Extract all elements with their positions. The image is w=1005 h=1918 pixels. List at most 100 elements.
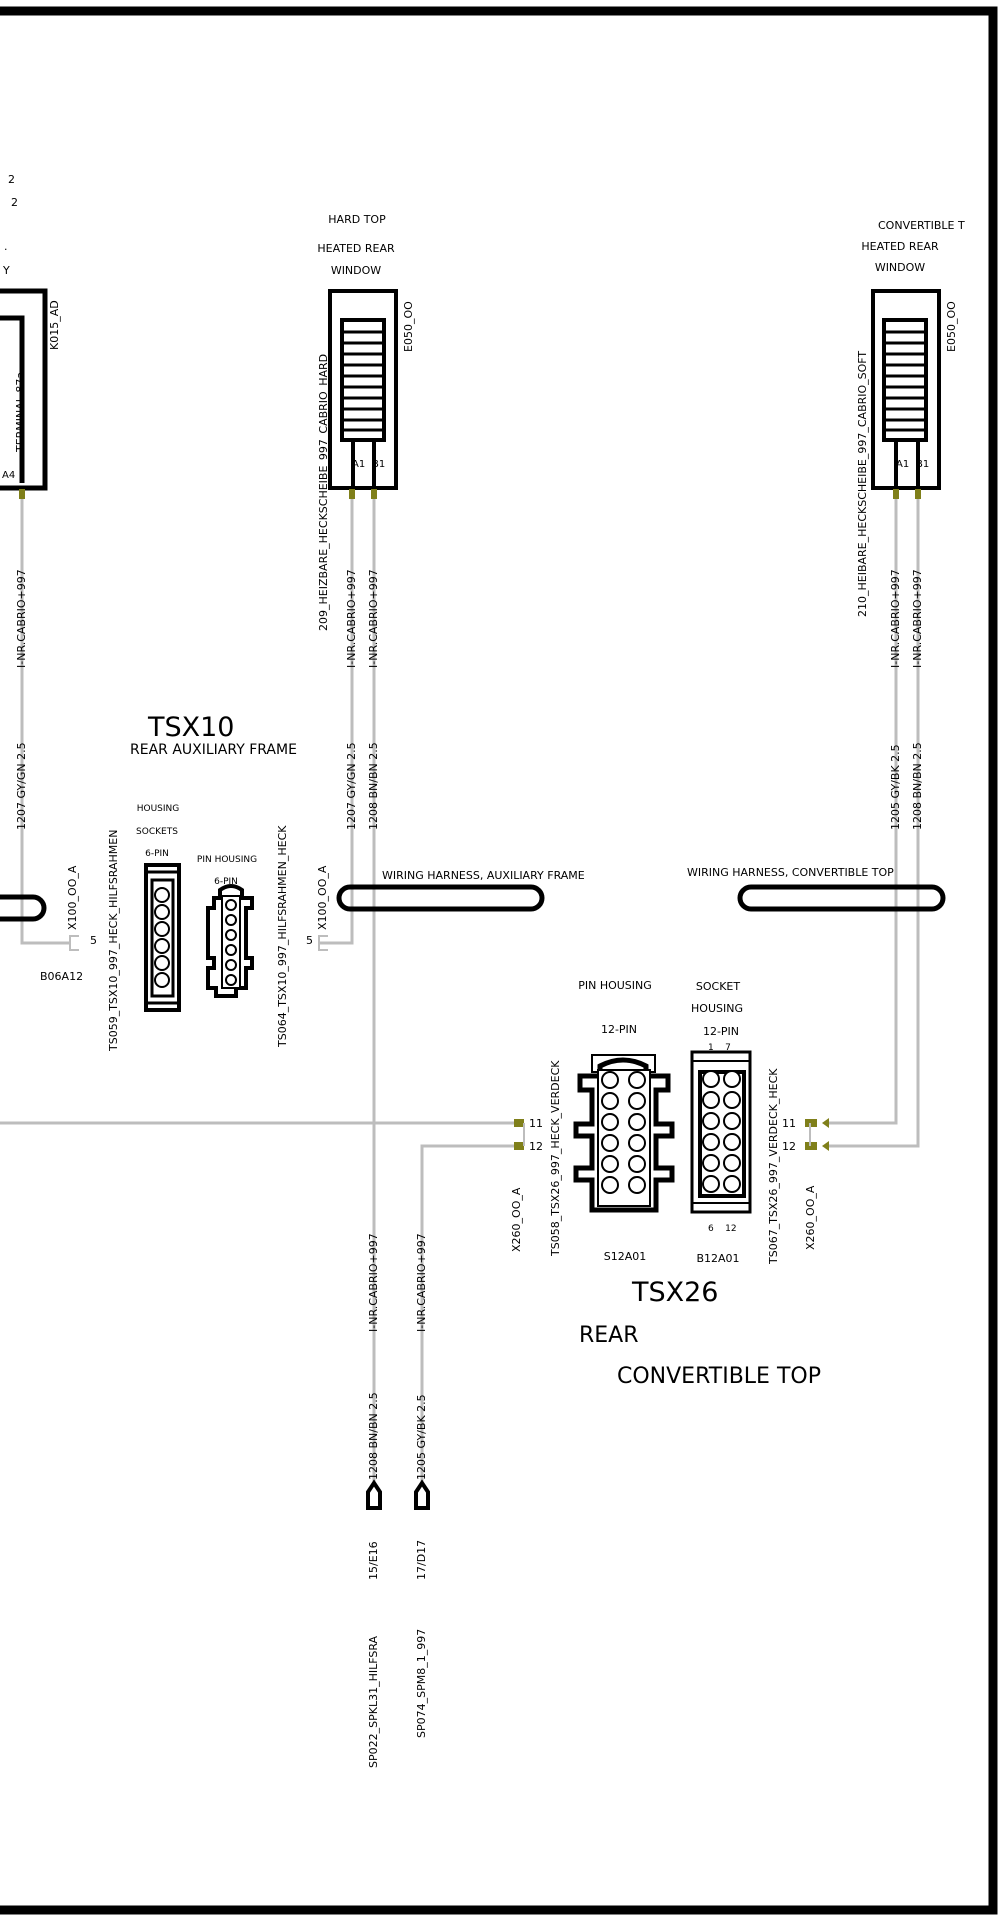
conv-harness-label: WIRING HARNESS, CONVERTIBLE TOP [687, 866, 894, 879]
bottom-wire2-dest: SP074_SPM8_1_997 [415, 1629, 428, 1738]
tsx26-pin12-marker-left [514, 1142, 524, 1150]
bottom-wire2-inr: I-NR.CABRIO+997 [415, 1233, 428, 1332]
tsx26-subtitle1: REAR [579, 1323, 639, 1348]
tsx26-socket-bottom-numbers: 6 12 [708, 1224, 737, 1234]
convtop-pin-marker-b [915, 489, 921, 499]
tsx10-housing3: 6-PIN [145, 849, 169, 859]
tsx26-pin-housing-pins [601, 1071, 646, 1194]
tsx26-socket3: 12-PIN [703, 1025, 739, 1038]
left-connector-bracket [69, 935, 79, 951]
convtop-wire-b-code: 1208 BN/BN 2.5 [911, 742, 924, 830]
bottom-wire1-dest: SP022_SPKL31_HILFSRA [367, 1635, 380, 1768]
tsx26-pin12-arrow [822, 1141, 829, 1151]
hardtop-desc: 209_HEIZBARE_HECKSCHEIBE_997_CABRIO_HARD [317, 354, 330, 631]
tsx26-pin11-marker-left [514, 1119, 524, 1127]
convtop-grid-lines [884, 330, 926, 432]
left-connector: X100_OO_A [66, 865, 79, 930]
left-relay-outline [0, 288, 48, 491]
tsx26-pinhousing2: 12-PIN [601, 1023, 637, 1036]
left-wire-inr: I-NR.CABRIO+997 [15, 569, 28, 668]
tsx10-desc-left: TS059_TSX10_997_HECK_HILFSRAHMEN [107, 830, 120, 1052]
convtop-wire-a-code: 1205 GY/BK 2.5 [889, 744, 902, 830]
tsx26-pin11-right: 11 [782, 1117, 796, 1130]
left-pin-marker [19, 489, 25, 499]
hardtop-pin-a1: A1 [352, 459, 365, 470]
hardtop-wire-inr-a: I-NR.CABRIO+997 [345, 569, 358, 668]
left-component-id: K015_AD [48, 300, 61, 350]
hardtop-pin-b1: B1 [372, 459, 385, 470]
convtop-heating-grid [882, 318, 928, 442]
hardtop-title1: HARD TOP [328, 213, 386, 226]
aux-harness-label: WIRING HARNESS, AUXILIARY FRAME [382, 869, 585, 882]
tsx10-pinhousing2: 6-PIN [214, 877, 238, 887]
left-pin-num: 5 [90, 934, 97, 947]
convtop-title2: HEATED REAR [861, 240, 939, 253]
tsx26-wire-12-left [420, 1144, 514, 1488]
hardtop-grid-lines [342, 330, 384, 432]
tsx26-pin11-left: 11 [529, 1117, 543, 1130]
bottom-wire1-ref: 15/E16 [367, 1541, 380, 1580]
convtop-wire-a [829, 499, 898, 1125]
bottom-wire2-ref: 17/D17 [415, 1540, 428, 1580]
tsx26-connector-right: X260_OO_A [804, 1185, 817, 1250]
tsx10-pinhousing1: PIN HOUSING [197, 855, 257, 865]
convtop-title3: WINDOW [875, 261, 925, 274]
tsx10-connector-bracket [318, 935, 328, 951]
bottom-wire1-code: 1208 BN/BN 2.5 [367, 1392, 380, 1480]
left-label-2b: 2 [11, 196, 18, 209]
hardtop-wire-inr-b: I-NR.CABRIO+997 [367, 569, 380, 668]
convtop-component-id: E050_OO [945, 301, 958, 352]
tsx26-socket-housing [690, 1050, 752, 1214]
bottom-wire1-terminal [366, 1479, 382, 1510]
left-label-dot: . [4, 240, 8, 253]
frame-border [0, 6, 998, 1915]
tsx26-pin-housing [573, 1054, 675, 1213]
tsx26-title: TSX26 [631, 1277, 718, 1308]
hardtop-pin-marker-a [349, 489, 355, 499]
tsx10-housing2: SOCKETS [136, 827, 178, 837]
tsx26-location-left: S12A01 [604, 1250, 647, 1263]
hardtop-title3: WINDOW [331, 264, 381, 277]
tsx26-pin11-arrow [822, 1118, 829, 1128]
bottom-wire2-code: 1205 GY/BK 2.5 [415, 1394, 428, 1480]
tsx26-pin12-left: 12 [529, 1140, 543, 1153]
tsx26-pin12-right: 12 [782, 1140, 796, 1153]
tsx10-connector: X100_OO_A [316, 865, 329, 930]
left-location: B06A12 [40, 970, 83, 983]
tsx10-pin-housing [206, 884, 254, 998]
left-label-y: Y [2, 264, 10, 277]
left-label-2a: 2 [8, 173, 15, 186]
tsx10-pin-num: 5 [306, 934, 313, 947]
convtop-desc: 210_HEIBARE_HECKSCHEIBE_997_CABRIO_SOFT [856, 351, 869, 617]
left-pin-a4: A4 [2, 470, 15, 481]
convtop-pin-a1: A1 [896, 459, 909, 470]
tsx10-socket-housing [144, 863, 181, 1012]
tsx26-location-right: B12A01 [696, 1252, 739, 1265]
tsx26-socket2: HOUSING [691, 1002, 743, 1015]
convtop-pin-b1: B1 [916, 459, 929, 470]
tsx26-desc-right: TS067_TSX26_997_VERDECK_HECK [767, 1068, 780, 1265]
left-relay-inner [0, 315, 25, 483]
hardtop-title2: HEATED REAR [317, 242, 395, 255]
tsx10-desc-right: TS064_TSX10_997_HILFSRAHMEN_HECK [276, 825, 289, 1048]
convtop-wire-b [829, 499, 920, 1148]
convtop-pin-marker-a [893, 489, 899, 499]
left-wire [20, 499, 70, 945]
tsx26-connector-left: X260_OO_A [510, 1187, 523, 1252]
hardtop-component-id: E050_OO [402, 301, 415, 352]
left-wire-code: 1207 GY/GN 2.5 [15, 742, 28, 830]
left-harness-loop [0, 894, 47, 922]
tsx26-socket1: SOCKET [696, 980, 740, 993]
hardtop-pin-marker-b [371, 489, 377, 499]
hardtop-heating-grid [340, 318, 386, 442]
tsx10-subtitle: REAR AUXILIARY FRAME [130, 742, 297, 758]
tsx26-socket-top-numbers: 1 7 [708, 1043, 731, 1053]
convtop-title1: CONVERTIBLE T [878, 219, 965, 232]
tsx10-title: TSX10 [147, 712, 234, 743]
left-terminal-label: TERMINAL 87a [14, 372, 27, 453]
aux-harness-loop [336, 884, 545, 912]
hardtop-wire-a-code: 1207 GY/GN 2.5 [345, 742, 358, 830]
tsx26-pinhousing1: PIN HOUSING [578, 979, 652, 992]
convtop-wire-inr-b: I-NR.CABRIO+997 [911, 569, 924, 668]
